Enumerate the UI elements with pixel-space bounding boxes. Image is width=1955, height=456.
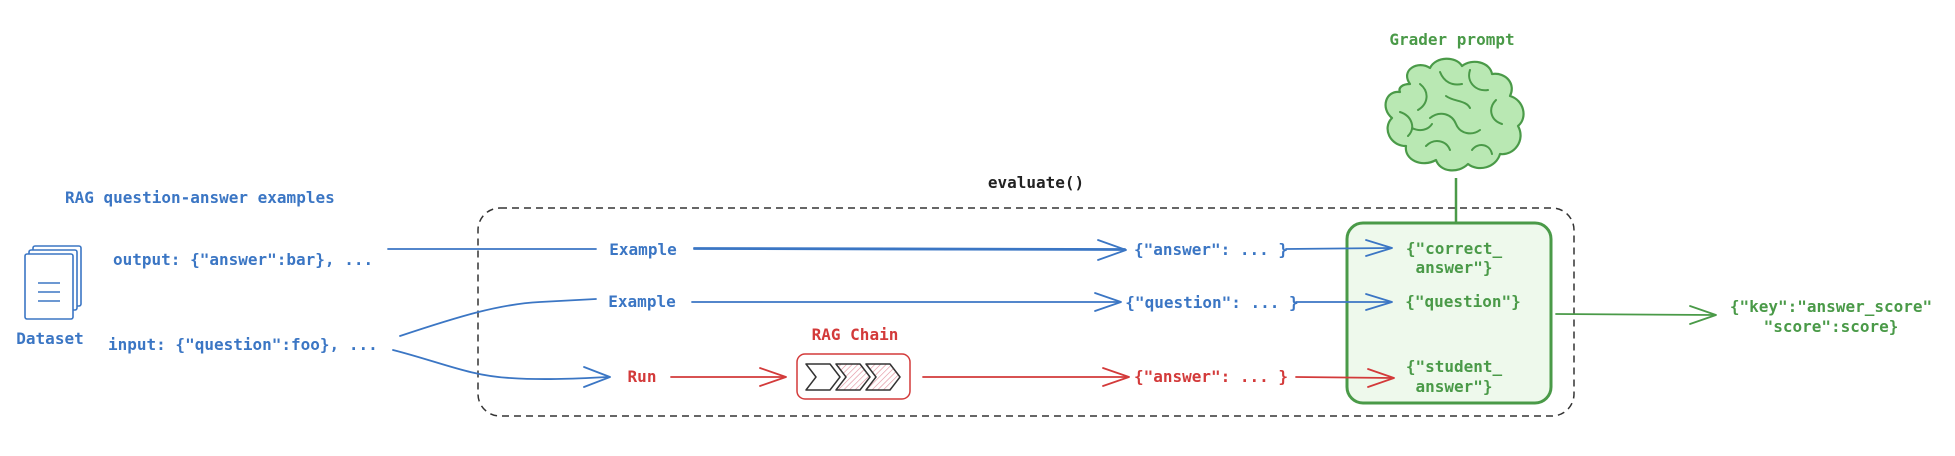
arrow-example-answer bbox=[693, 239, 1127, 261]
question-box-label: {"question"} bbox=[1405, 292, 1521, 311]
question-mid: {"question": ... } bbox=[1125, 293, 1298, 312]
arrow-answer-correct bbox=[1285, 239, 1393, 257]
arrow-question-question bbox=[1295, 293, 1393, 311]
grader-prompt-label: Grader prompt bbox=[1389, 30, 1514, 49]
grader-box bbox=[1345, 221, 1553, 405]
example-node-top: Example bbox=[609, 240, 676, 259]
student-answer-line1: {"student_ bbox=[1406, 357, 1503, 376]
arrow-input-example bbox=[399, 298, 597, 337]
result-line2: "score":score} bbox=[1764, 317, 1899, 336]
run-node: Run bbox=[628, 367, 657, 386]
example-node-mid: Example bbox=[608, 292, 675, 311]
correct-answer-line2: answer"} bbox=[1415, 258, 1492, 277]
arrow-example-question bbox=[691, 292, 1122, 312]
correct-answer-line1: {"correct_ bbox=[1406, 239, 1503, 258]
chevron-chain-icon bbox=[796, 353, 911, 400]
arrow-run-chain bbox=[670, 367, 787, 387]
answer-bottom: {"answer": ... } bbox=[1134, 367, 1288, 386]
rag-chain-label: RAG Chain bbox=[812, 325, 899, 344]
document-stack-icon bbox=[24, 245, 82, 320]
arrow-input-run bbox=[392, 349, 611, 388]
arrow-answer-student bbox=[1295, 368, 1395, 388]
answer-top: {"answer": ... } bbox=[1134, 240, 1288, 259]
input-label: input: {"question":foo}, ... bbox=[108, 335, 378, 354]
student-answer-line2: answer"} bbox=[1415, 377, 1492, 396]
arrow-grader-result bbox=[1555, 305, 1717, 325]
evaluate-label: evaluate() bbox=[988, 173, 1084, 192]
dataset-label: Dataset bbox=[16, 329, 83, 348]
output-label: output: {"answer":bar}, ... bbox=[113, 250, 373, 269]
brain-icon bbox=[1384, 57, 1525, 172]
arrow-chain-answer bbox=[922, 367, 1130, 387]
examples-title: RAG question-answer examples bbox=[65, 188, 335, 207]
result-line1: {"key":"answer_score" bbox=[1730, 297, 1932, 316]
